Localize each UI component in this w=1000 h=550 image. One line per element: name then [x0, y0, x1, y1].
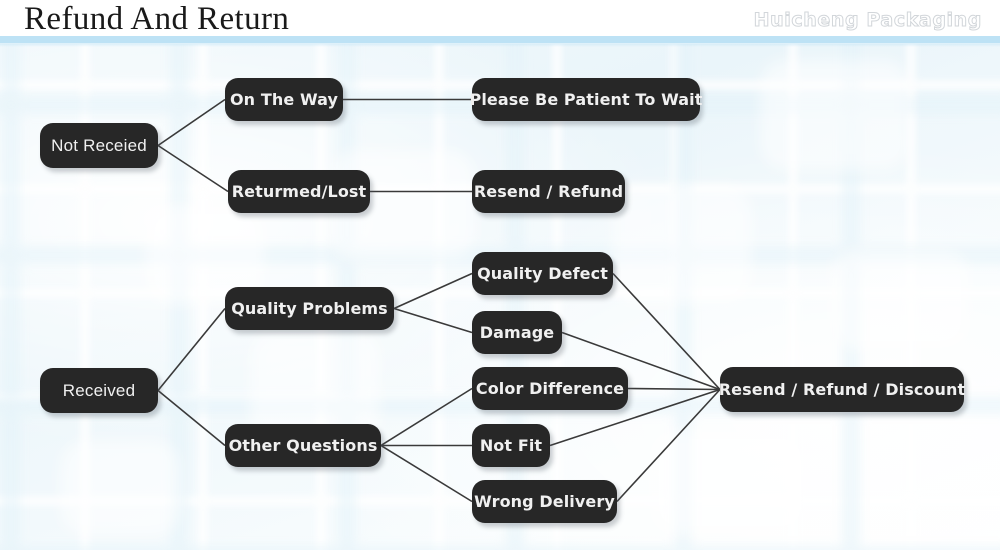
connector-wrong-delivery-to-resend-refund-disc [616, 388, 721, 503]
node-received[interactable]: Received [40, 368, 158, 413]
header-divider-glow [0, 43, 1000, 47]
brand-watermark: Huicheng Packaging [753, 9, 982, 32]
connector-quality-defect-to-resend-refund-disc [612, 272, 721, 391]
connector-received-to-quality-problems [157, 307, 226, 392]
node-label: Please Be Patient To Wait [469, 90, 703, 109]
node-quality-problems[interactable]: Quality Problems [225, 287, 394, 330]
node-label: Received [62, 380, 136, 400]
connector-color-difference-to-resend-refund-disc [627, 387, 721, 391]
node-other-questions[interactable]: Other Questions [225, 424, 381, 467]
background-blob [60, 440, 180, 535]
background-blob [650, 430, 810, 535]
background-blob [830, 250, 970, 350]
node-label: Not Fit [479, 436, 543, 455]
node-label: Other Questions [228, 436, 378, 455]
node-label: Resend / Refund / Discount [718, 380, 966, 399]
node-label: Resend / Refund [473, 182, 624, 201]
connector-other-questions-to-wrong-delivery [380, 444, 473, 503]
header-divider [0, 36, 1000, 43]
background-blob [612, 185, 752, 305]
node-label: Wrong Delivery [474, 492, 615, 511]
node-wrong-delivery[interactable]: Wrong Delivery [472, 480, 617, 523]
connector-not-received-to-returned-lost [157, 144, 229, 193]
node-please-be-patient[interactable]: Please Be Patient To Wait [469, 78, 703, 121]
node-on-the-way[interactable]: On The Way [225, 78, 343, 121]
node-not-fit[interactable]: Not Fit [472, 424, 550, 467]
connector-not-fit-to-resend-refund-disc [549, 388, 721, 447]
connector-damage-to-resend-refund-disc [561, 331, 721, 391]
node-label: Returmed/Lost [231, 182, 367, 201]
node-label: Damage [479, 323, 555, 342]
node-label: Quality Problems [231, 299, 388, 318]
node-label: Quality Defect [477, 264, 608, 283]
connector-received-to-other-questions [157, 389, 226, 447]
node-label: Not Receied [51, 135, 147, 155]
node-resend-refund-disc[interactable]: Resend / Refund / Discount [718, 367, 966, 412]
page-title: Refund And Return [24, 1, 290, 37]
node-not-received[interactable]: Not Receied [40, 123, 158, 168]
node-color-difference[interactable]: Color Difference [472, 367, 628, 410]
node-label: On The Way [229, 90, 339, 109]
background-blob [760, 60, 910, 170]
connector-quality-problems-to-quality-defect [393, 272, 473, 310]
connector-quality-problems-to-damage [393, 307, 473, 334]
node-quality-defect[interactable]: Quality Defect [472, 252, 613, 295]
node-resend-refund[interactable]: Resend / Refund [472, 170, 625, 213]
connector-other-questions-to-color-difference [380, 387, 473, 447]
node-damage[interactable]: Damage [472, 311, 562, 354]
node-returned-lost[interactable]: Returmed/Lost [228, 170, 370, 213]
node-label: Color Difference [475, 379, 625, 398]
connector-not-received-to-on-the-way [157, 98, 226, 147]
